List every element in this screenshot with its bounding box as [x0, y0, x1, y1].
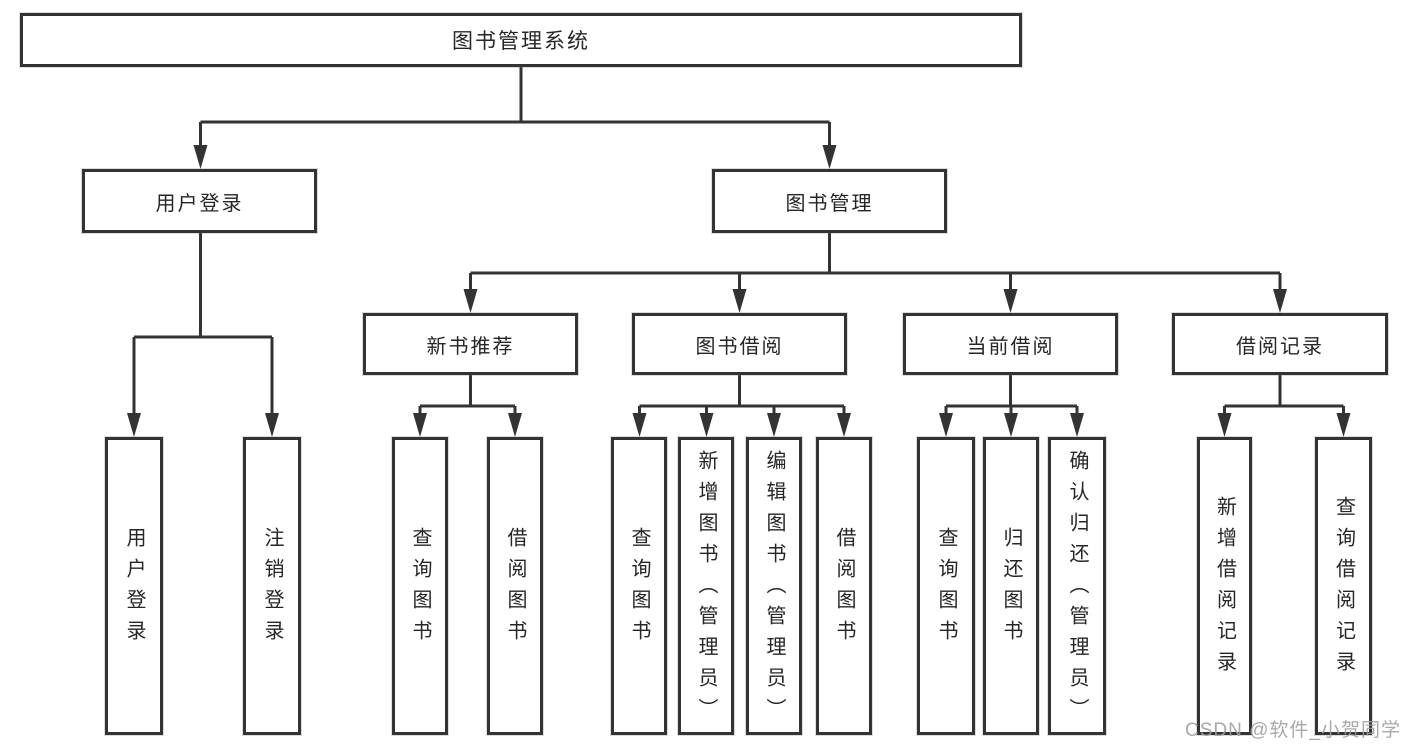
node-query-borrow-record: 查询借阅记录 [1315, 437, 1372, 735]
node-add-books-admin: 新增图书（管理员） [678, 437, 734, 735]
node-query-books-borrow: 查询图书 [611, 437, 667, 735]
node-query-books-current: 查询图书 [917, 437, 975, 735]
node-return-books: 归还图书 [983, 437, 1039, 735]
csdn-watermark: CSDN @软件_小贺同学 [1185, 720, 1401, 741]
node-add-borrow-record: 新增借阅记录 [1197, 437, 1252, 735]
node-logout-action: 注销登录 [243, 437, 301, 735]
node-new-book-recommend: 新书推荐 [363, 313, 578, 375]
node-current-borrowing: 当前借阅 [903, 313, 1118, 375]
node-user-login-action: 用户登录 [105, 437, 163, 735]
node-user-login: 用户登录 [82, 169, 317, 233]
node-library-system: 图书管理系统 [20, 13, 1022, 67]
node-borrowing-records: 借阅记录 [1172, 313, 1388, 375]
node-book-management: 图书管理 [712, 169, 947, 233]
node-query-books-recommend: 查询图书 [392, 437, 448, 735]
node-edit-books-admin: 编辑图书（管理员） [746, 437, 802, 735]
node-borrow-books-recommend: 借阅图书 [487, 437, 543, 735]
node-confirm-return-admin: 确认归还（管理员） [1048, 437, 1106, 735]
node-book-borrowing: 图书借阅 [632, 313, 847, 375]
node-borrow-books-action: 借阅图书 [816, 437, 872, 735]
